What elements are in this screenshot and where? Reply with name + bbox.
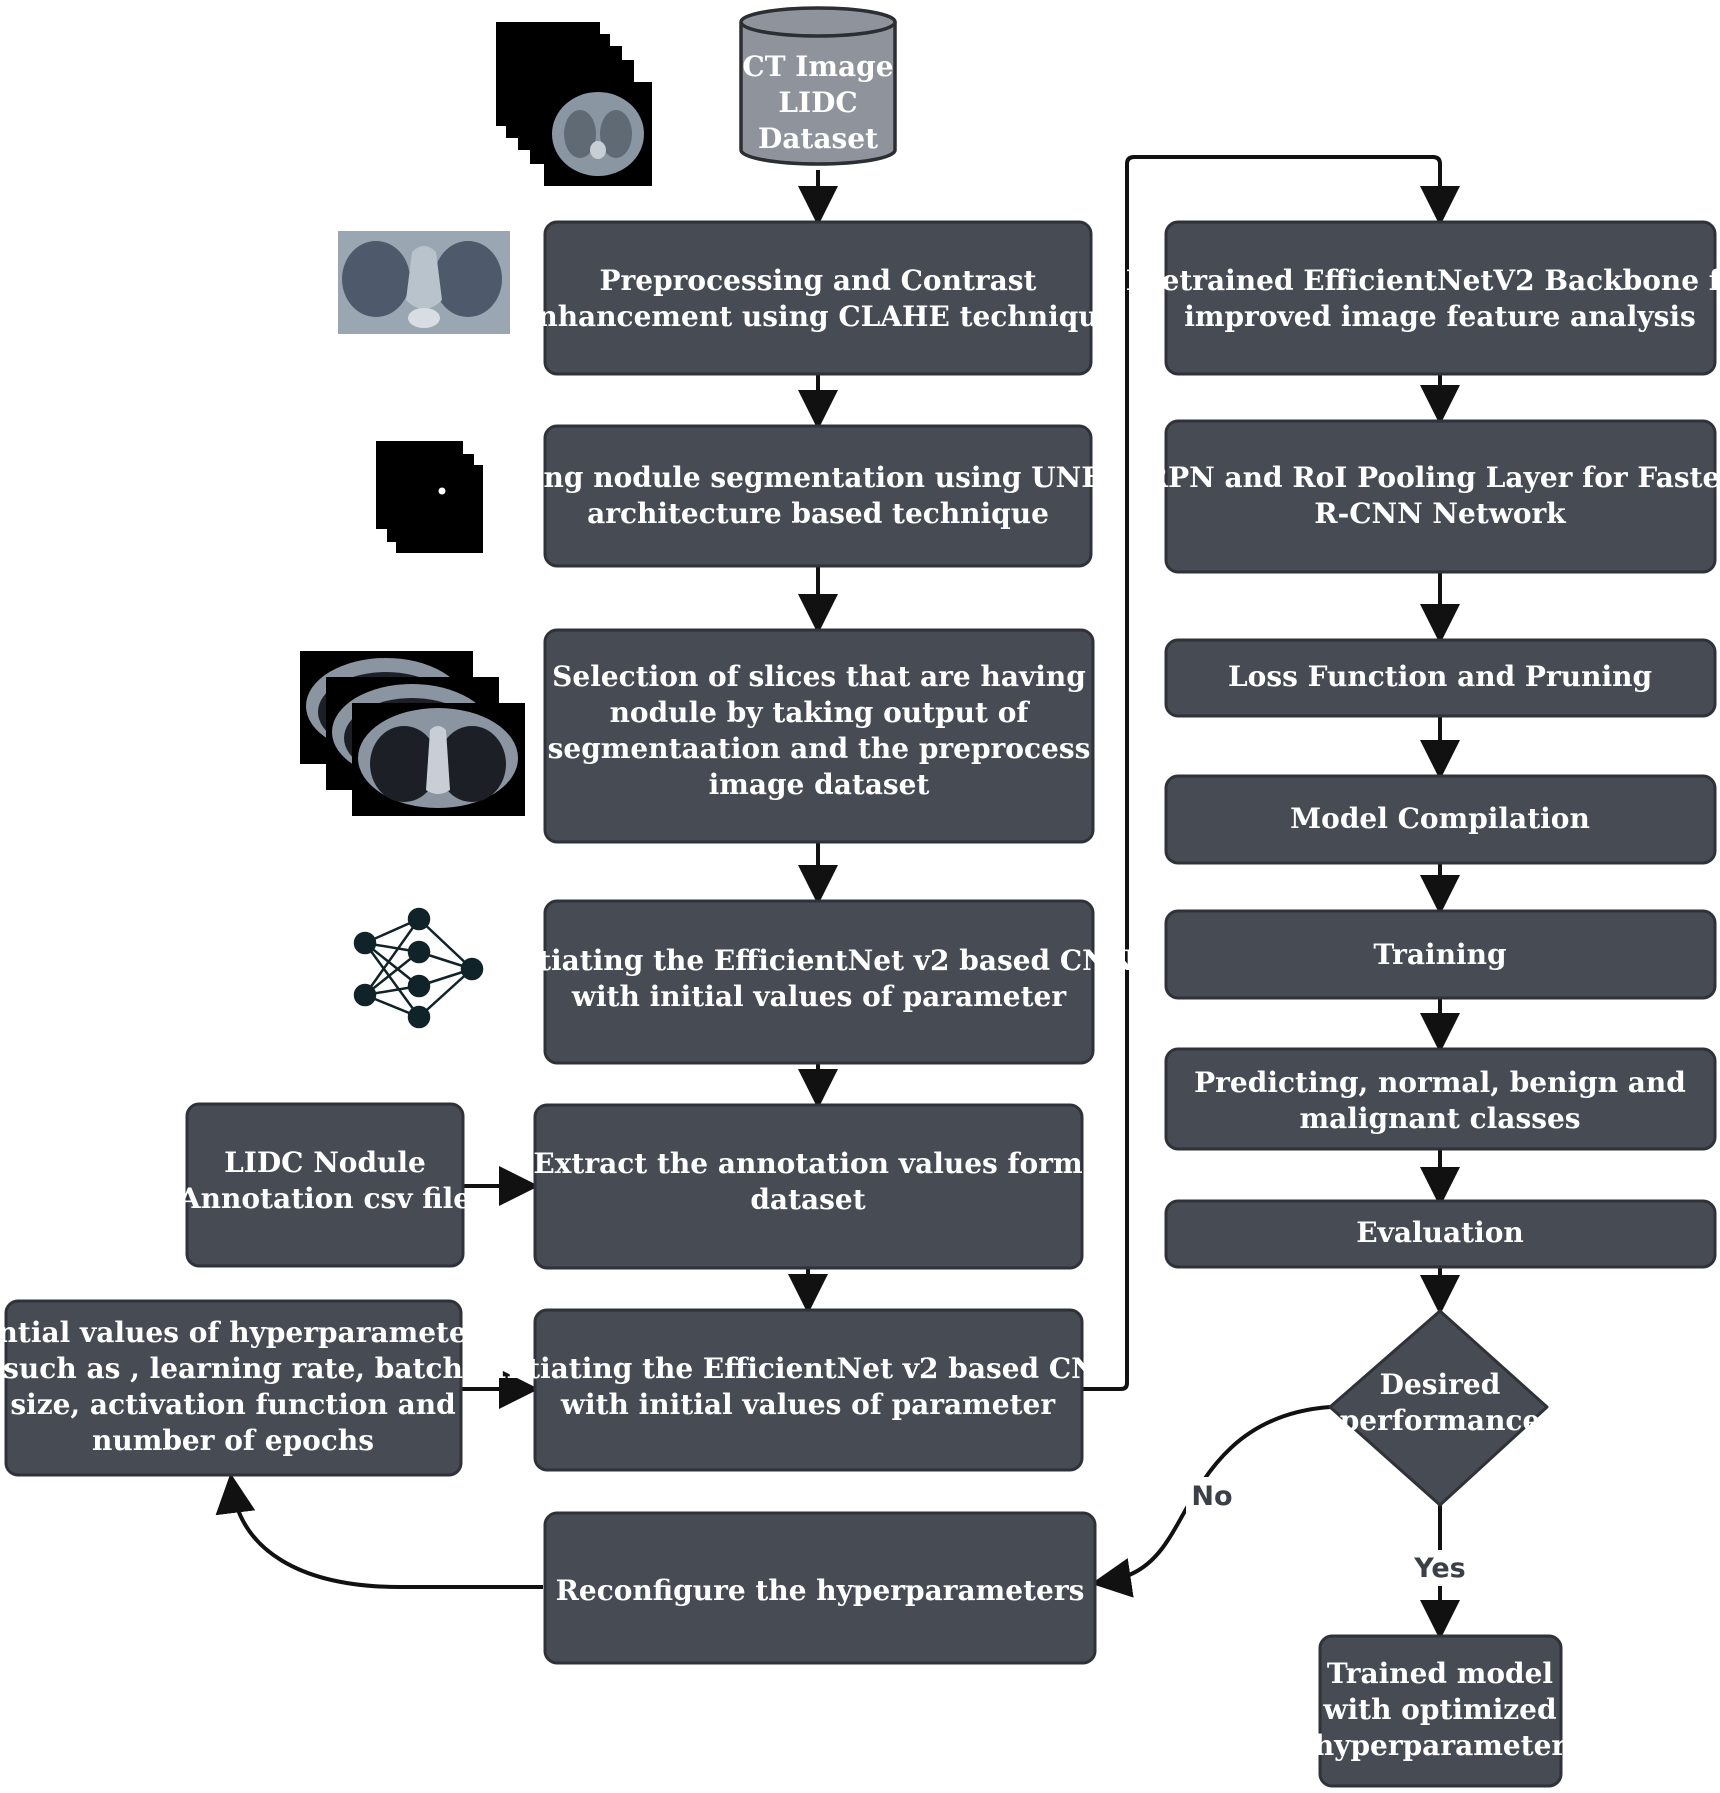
selection-line-3: segmentaation and the preprocess — [548, 732, 1091, 765]
ct-scan-stack-icon — [496, 22, 652, 186]
segmentation-line-1: lung nodule segmentation using UNET — [513, 461, 1124, 494]
reconfigure-label: Reconfigure the hyperparameters — [556, 1574, 1085, 1607]
reconfigure-line-1: Reconfigure the hyperparameters — [556, 1574, 1085, 1607]
edge-label-no: No — [1186, 1477, 1238, 1513]
hyper-init-line-3: size, activation function and — [10, 1388, 455, 1421]
backbone-line-1: Pretrained EfficientNetV2 Backbone for — [1126, 264, 1720, 297]
loss-line-1: Loss Function and Pruning — [1228, 660, 1652, 693]
selection-line-2: nodule by taking output of — [610, 696, 1031, 729]
init-cnn-1-line-1: Intiating the EfficientNet v2 based CNN — [505, 944, 1134, 977]
backbone-line-2: improved image feature analysis — [1184, 300, 1696, 333]
compile-box: Model Compilation — [1164, 774, 1717, 865]
segmentation-mask-icon — [376, 441, 483, 553]
arrow-decision-to-reconfigure — [1091, 1405, 1331, 1598]
edge-label-yes: Yes — [1408, 1550, 1472, 1586]
hyper-init-line-2: such as , learning rate, batch — [3, 1352, 463, 1385]
db-line-3: Dataset — [758, 122, 878, 155]
segmentation-line-2: architecture based technique — [587, 497, 1049, 530]
training-label: Training — [1373, 938, 1506, 971]
selection-line-1: Selection of slices that are having — [552, 660, 1086, 693]
rpn-line-1: RPN and RoI Pooling Layer for Faster — [1145, 461, 1720, 494]
init-cnn-1-line-2: with initial values of parameter — [571, 980, 1068, 1013]
lidc-csv-line-2: Annotation csv file — [178, 1182, 471, 1215]
compile-label: Model Compilation — [1290, 802, 1590, 835]
connectors — [215, 155, 1460, 1640]
compile-line-1: Model Compilation — [1290, 802, 1590, 835]
evaluation-box: Evaluation — [1164, 1199, 1717, 1269]
training-box: Training — [1164, 909, 1717, 1000]
selection-line-4: image dataset — [709, 768, 930, 801]
extract-line-1: Extract the annotation values form — [533, 1147, 1082, 1180]
ct-slices-stack-icon — [300, 651, 525, 816]
neural-network-icon — [353, 907, 484, 1029]
extract-line-2: dataset — [750, 1183, 865, 1216]
decision-line-2: performance — [1340, 1404, 1541, 1437]
lidc-csv-line-1: LIDC Nodule — [224, 1146, 426, 1179]
training-line-1: Training — [1373, 938, 1506, 971]
trained-line-3: hyperparameter — [1314, 1729, 1568, 1762]
preprocess-line-1: Preprocessing and Contrast — [599, 264, 1036, 297]
hyper-init-line-4: number of epochs — [92, 1424, 374, 1457]
loss-label: Loss Function and Pruning — [1228, 660, 1652, 693]
trained-line-2: with optimized — [1322, 1693, 1556, 1726]
predict-line-1: Predicting, normal, benign and — [1194, 1066, 1686, 1099]
evaluation-line-1: Evaluation — [1356, 1216, 1524, 1249]
predict-line-2: malignant classes — [1299, 1102, 1580, 1135]
decision-line-1: Desired — [1380, 1368, 1501, 1401]
init-cnn-2-line-1: Intiating the EfficientNet v2 based CNN — [494, 1352, 1123, 1385]
preprocess-line-2: enhancement using CLAHE technique — [520, 300, 1117, 333]
rpn-line-2: R-CNN Network — [1314, 497, 1566, 530]
svg-text:Yes: Yes — [1413, 1553, 1465, 1584]
reconfigure-box: Reconfigure the hyperparameters — [543, 1511, 1097, 1665]
svg-text:No: No — [1191, 1481, 1232, 1512]
loss-box: Loss Function and Pruning — [1164, 638, 1717, 718]
init-cnn-2-line-2: with initial values of parameter — [560, 1388, 1057, 1421]
db-line-2: LIDC — [778, 86, 857, 119]
trained-line-1: Trained model — [1327, 1657, 1553, 1690]
arrow-init2-to-backbone — [1082, 155, 1460, 1391]
evaluation-label: Evaluation — [1356, 1216, 1524, 1249]
db-line-1: CT Image — [742, 50, 893, 83]
arrow-reconfigure-to-hyper — [215, 1473, 543, 1589]
hyper-init-line-1: Intial values of hyperparameter — [0, 1316, 483, 1349]
lung-ct-slice-icon — [338, 231, 510, 334]
